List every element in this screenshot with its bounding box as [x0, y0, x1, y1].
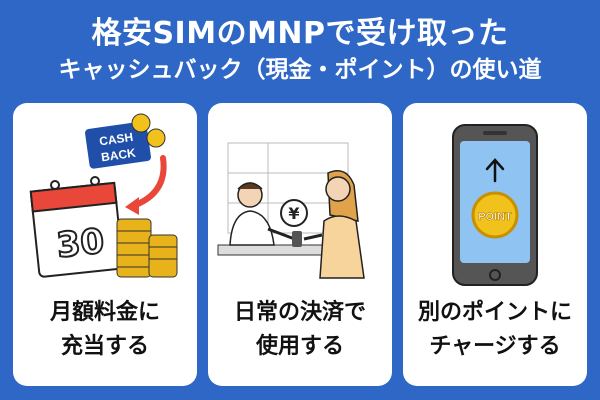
- caption-line: 日常の決済で: [233, 300, 366, 325]
- calendar-coins-icon: CASH BACK 30: [29, 113, 178, 278]
- caption-line: 月額料金に: [49, 300, 160, 325]
- yen-coin-icon: ¥: [280, 199, 308, 227]
- cashier-person: [229, 182, 301, 246]
- customer-person: [303, 170, 365, 279]
- coin-label: POINT: [478, 211, 512, 223]
- store-payment-icon: ¥: [217, 142, 365, 279]
- page-subtitle: キャッシュバック（現金・ポイント）の使い道: [58, 57, 542, 83]
- cashback-badge: CASH BACK: [85, 121, 151, 169]
- calendar-icon: 30: [29, 176, 124, 278]
- card-monthly-fee: CASH BACK 30 月額料金に 充当する: [13, 103, 197, 386]
- point-coin-icon: POINT: [471, 191, 519, 239]
- card-daily-payment: ¥ 日常の決済で 使用する: [208, 103, 392, 386]
- card-caption: 別のポイントに チャージする: [403, 296, 587, 364]
- badge-text-cash: CASH: [98, 130, 134, 149]
- coin-stack: [116, 218, 178, 278]
- badge-text-back: BACK: [100, 146, 137, 165]
- caption-line: 使用する: [255, 334, 344, 359]
- card-caption: 日常の決済で 使用する: [208, 296, 392, 364]
- calendar-day: 30: [55, 221, 106, 266]
- caption-line: 別のポイントに: [417, 300, 572, 325]
- card-caption: 月額料金に 充当する: [13, 296, 197, 364]
- caption-line: 充当する: [60, 334, 149, 359]
- card-point-charge: POINT 別のポイントに チャージする: [403, 103, 587, 386]
- coin-symbol: ¥: [288, 204, 299, 223]
- caption-line: チャージする: [429, 334, 561, 359]
- smartphone-point-icon: POINT: [452, 124, 538, 286]
- up-arrow-icon: [485, 158, 505, 183]
- page-title: 格安SIMのMNPで受け取った: [91, 16, 509, 51]
